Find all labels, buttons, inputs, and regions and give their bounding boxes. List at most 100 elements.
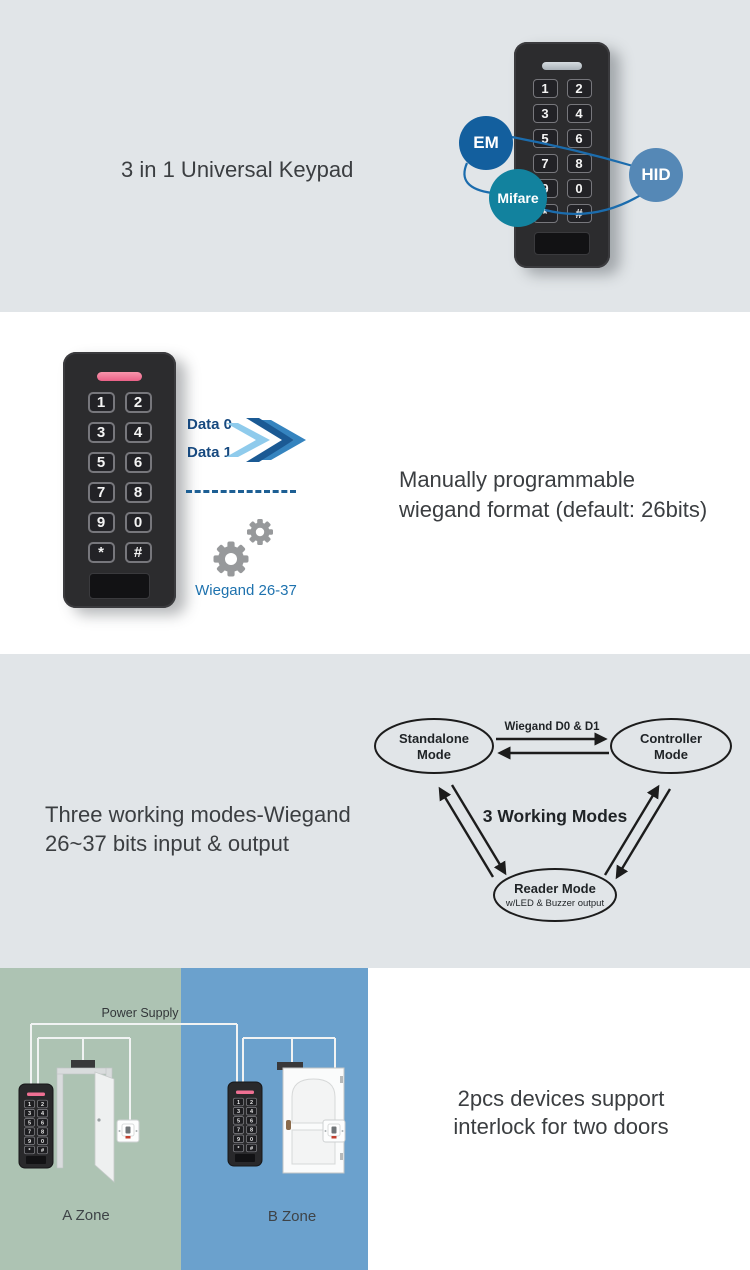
keypad-key: 7 (532, 154, 558, 173)
led-strip (236, 1090, 254, 1094)
keypad-key: # (124, 542, 152, 563)
keypad-key (37, 1099, 48, 1109)
reader-label-1: Reader Mode (514, 881, 596, 896)
standalone-label-1: Standalone (399, 731, 469, 746)
led-strip (96, 372, 143, 381)
keypad-key: 0 (124, 512, 152, 533)
keypad-key-digit: 2 (41, 1102, 44, 1108)
keypad-key: 9 (87, 512, 115, 533)
keypad-key (24, 1118, 35, 1127)
keypad-key-digit: 3 (28, 1111, 31, 1117)
two-door-interlock-graphic: Power Supply (0, 968, 368, 1270)
card-reader-window (534, 232, 590, 255)
keypad-key (246, 1116, 257, 1125)
section4-heading-line2: interlock for two doors (453, 1114, 669, 1139)
door-a-open (56, 1060, 115, 1183)
keypad-key: 2 (124, 392, 152, 413)
keypad-key-digit: * (28, 1148, 31, 1154)
wiegand-d0d1-label: Wiegand D0 & D1 (504, 721, 600, 733)
keypad-key: # (566, 204, 592, 223)
section-interlock: Power Supply (0, 968, 750, 1270)
keypad-key (24, 1145, 35, 1155)
keypad-key-digit: 4 (41, 1111, 45, 1117)
chevron-arrow-icon (226, 418, 306, 462)
section2-heading-line2: wiegand format (default: 26bits) (399, 497, 708, 522)
keypad-key (246, 1134, 257, 1143)
wiegand-range-caption: Wiegand 26-37 (195, 582, 297, 599)
section3-heading-line2: 26~37 bits input & output (45, 831, 290, 856)
data0-label: Data 0 (187, 416, 233, 433)
standalone-mode-node (374, 718, 494, 774)
controller-mode-node (610, 718, 732, 774)
keypad-key (233, 1134, 244, 1143)
keypad-key-digit: 0 (250, 1137, 253, 1143)
keypad-key (246, 1143, 257, 1153)
section4-heading-line1: 2pcs devices support (457, 1086, 665, 1111)
zone-a-label: A Zone (62, 1207, 110, 1224)
keypad-key: 1 (87, 392, 115, 413)
keypad-key-digit: 3 (237, 1109, 240, 1115)
reader-label-2: w/LED & Buzzer output (505, 898, 605, 909)
reader-mode-node (493, 868, 617, 922)
keypad-key-digit: 9 (28, 1139, 31, 1145)
keypad-key (246, 1107, 257, 1116)
keypad-key-digit: # (250, 1146, 253, 1152)
keypad-key: * (87, 542, 115, 563)
keypad-key: 6 (566, 129, 592, 148)
section2-heading-line1: Manually programmable (399, 467, 635, 492)
keypad-key-digit: 8 (250, 1128, 253, 1134)
keypad-key-digit: 1 (28, 1102, 31, 1108)
dashed-divider (186, 490, 296, 493)
keypad-key: 4 (566, 104, 592, 123)
door-b-closed (277, 1062, 345, 1174)
keypad-key (24, 1109, 35, 1118)
led-strip (541, 62, 583, 70)
keypad-key-digit: 5 (237, 1118, 240, 1124)
mode-arrows (438, 732, 672, 880)
section2-heading: Manually programmable wiegand format (de… (399, 465, 707, 525)
hid-badge: HID (629, 148, 683, 202)
section-working-modes: Three working modes-Wiegand 26~37 bits i… (0, 654, 750, 968)
card-reader-window (89, 573, 150, 599)
mifare-badge: Mifare (489, 169, 547, 227)
keypad-key: 8 (124, 482, 152, 503)
keypad-key (37, 1118, 48, 1127)
keypad-key-digit: 7 (28, 1130, 31, 1136)
exit-button-a (116, 1119, 140, 1143)
keypad-key-digit: 1 (237, 1100, 240, 1106)
keypad-key: 4 (124, 422, 152, 443)
zone-b-label: B Zone (268, 1208, 316, 1225)
em-badge: EM (459, 116, 513, 170)
keypad-key-digit: 2 (250, 1100, 253, 1106)
keypad-key: 7 (87, 482, 115, 503)
keypad-key-digit: 0 (41, 1139, 44, 1145)
keypad-key: 8 (566, 154, 592, 173)
section4-heading: 2pcs devices support interlock for two d… (375, 1085, 747, 1141)
keypad-key: 0 (566, 179, 592, 198)
power-supply-label: Power Supply (101, 1006, 179, 1020)
keypad-key (233, 1143, 244, 1153)
keypad-key: 5 (532, 129, 558, 148)
keypad-key-digit: 6 (250, 1118, 253, 1124)
keypad-key-digit: 4 (250, 1109, 254, 1115)
keypad-key (233, 1107, 244, 1116)
keypad-key-digit: 7 (237, 1128, 240, 1134)
keypad-key (37, 1145, 48, 1155)
keypad-key-digit: 9 (237, 1137, 240, 1143)
card-reader-window (26, 1156, 46, 1164)
led-strip (27, 1092, 45, 1096)
keypad-key (24, 1099, 35, 1109)
keypad-key (246, 1097, 257, 1107)
keypad-key (37, 1127, 48, 1136)
keypad-key: 1 (532, 79, 558, 98)
exit-button-b (322, 1119, 346, 1143)
keypad-key-digit: # (41, 1148, 44, 1154)
keypad-key (37, 1109, 48, 1118)
